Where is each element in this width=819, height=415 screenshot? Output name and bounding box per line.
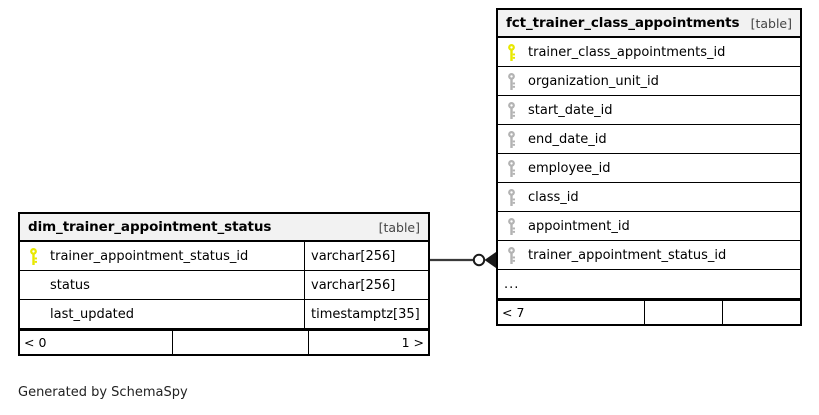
- table-row[interactable]: organization_unit_id: [498, 67, 800, 96]
- column-name: appointment_id: [528, 218, 630, 234]
- foreign-key-icon: [498, 154, 524, 182]
- entity-header: fct_trainer_class_appointments [table]: [498, 10, 800, 38]
- column-name: class_id: [528, 189, 579, 205]
- entity-footer: < 7: [498, 299, 800, 324]
- primary-key-icon: [498, 38, 524, 66]
- generated-by-label: Generated by SchemaSpy: [18, 385, 188, 400]
- column-name: employee_id: [528, 160, 611, 176]
- entity-title: fct_trainer_class_appointments: [506, 15, 740, 31]
- column-name: end_date_id: [528, 131, 607, 147]
- column-name: trainer_class_appointments_id: [528, 44, 726, 60]
- footer-parents-count: < 7: [502, 305, 525, 320]
- entity-fct-trainer-class-appointments[interactable]: fct_trainer_class_appointments [table] t…: [496, 8, 802, 326]
- column-name: start_date_id: [528, 102, 613, 118]
- entity-dim-trainer-appointment-status[interactable]: dim_trainer_appointment_status [table] t…: [18, 212, 430, 356]
- column-type: timestamptz[35]: [304, 300, 428, 328]
- column-name: trainer_appointment_status_id: [50, 248, 249, 264]
- column-name: last_updated: [50, 306, 135, 322]
- table-row[interactable]: trainer_appointment_status_id varchar[25…: [20, 242, 428, 271]
- footer-middle: [172, 331, 308, 354]
- column-name: trainer_appointment_status_id: [528, 247, 727, 263]
- footer-middle: [644, 301, 722, 324]
- column-type: varchar[256]: [304, 271, 428, 299]
- entity-header: dim_trainer_appointment_status [table]: [20, 214, 428, 242]
- primary-key-icon: [20, 242, 46, 270]
- table-row[interactable]: trainer_class_appointments_id: [498, 38, 800, 67]
- foreign-key-icon: [498, 241, 524, 269]
- column-name: organization_unit_id: [528, 73, 659, 89]
- table-row[interactable]: class_id: [498, 183, 800, 212]
- foreign-key-icon: [498, 125, 524, 153]
- foreign-key-icon: [498, 96, 524, 124]
- entity-footer: < 0 1 >: [20, 329, 428, 354]
- no-key-spacer: [20, 271, 46, 299]
- table-row[interactable]: start_date_id: [498, 96, 800, 125]
- table-row[interactable]: employee_id: [498, 154, 800, 183]
- table-row[interactable]: appointment_id: [498, 212, 800, 241]
- table-row[interactable]: end_date_id: [498, 125, 800, 154]
- table-row[interactable]: trainer_appointment_status_id: [498, 241, 800, 270]
- foreign-key-icon: [498, 183, 524, 211]
- entity-kind-label: [table]: [378, 219, 420, 235]
- table-row[interactable]: status varchar[256]: [20, 271, 428, 300]
- foreign-key-icon: [498, 67, 524, 95]
- foreign-key-icon: [498, 212, 524, 240]
- column-name: status: [50, 277, 90, 293]
- footer-children-count: [722, 301, 800, 324]
- entity-kind-label: [table]: [750, 15, 792, 31]
- entity-title: dim_trainer_appointment_status: [28, 219, 272, 235]
- table-row[interactable]: last_updated timestamptz[35]: [20, 300, 428, 329]
- column-type: varchar[256]: [304, 242, 428, 270]
- footer-parents-count: < 0: [24, 335, 47, 350]
- table-row-more-columns[interactable]: ...: [498, 270, 800, 299]
- footer-children-count: 1 >: [308, 331, 428, 354]
- no-key-spacer: [20, 300, 46, 328]
- more-columns-label: ...: [504, 276, 520, 292]
